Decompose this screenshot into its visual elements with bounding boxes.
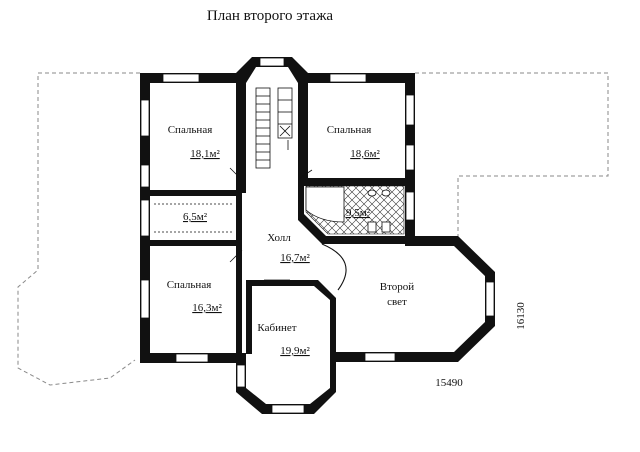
doors [229,167,347,291]
room-area-hall: 16,7м² [280,252,310,264]
room-area-bathroom: 9,5м² [346,207,371,219]
room-name-double-height-2: свет [387,296,407,308]
dimension-depth: 16130 [515,302,527,330]
wardrobe-rails [154,203,232,233]
bathroom-fixtures [305,186,391,233]
room-area-wardrobe: 6,5м² [183,211,208,223]
room-area-bedroom-1: 18,1м² [190,148,220,160]
windows [140,57,495,414]
room-name-bedroom-2: Спальная [327,124,372,136]
page-title: План второго этажа [207,8,334,24]
room-area-bedroom-2: 18,6м² [350,148,380,160]
room-area-bedroom-3: 16,3м² [192,302,222,314]
room-name-study: Кабинет [257,322,296,334]
staircase [255,87,293,169]
room-area-study: 19,9м² [280,345,310,357]
room-name-bedroom-3: Спальная [167,279,212,291]
room-name-double-height-1: Второй [380,281,414,293]
room-name-hall: Холл [267,232,291,244]
roof-outline [17,72,609,386]
dimension-width: 15490 [435,377,463,389]
room-name-bedroom-1: Спальная [168,124,213,136]
